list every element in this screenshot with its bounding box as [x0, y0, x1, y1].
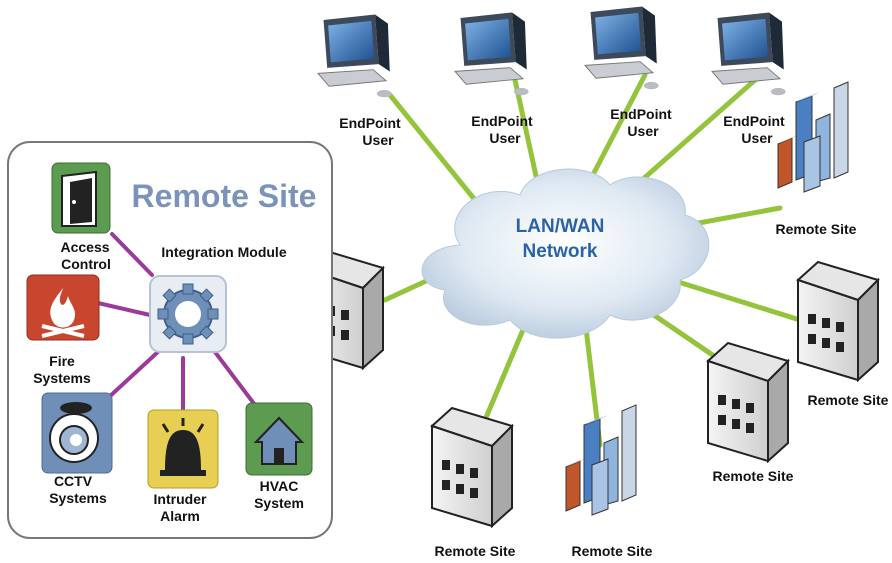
house-icon: [245, 402, 313, 476]
device-label: Systems: [33, 370, 91, 386]
endpoint-label: EndPoint: [610, 106, 672, 122]
bell-icon: [147, 409, 219, 489]
computer-icon: [317, 14, 393, 98]
bar-chart-icon: [565, 404, 637, 516]
device-label: Fire: [49, 353, 75, 369]
gear-icon: [149, 275, 227, 353]
remote-site-label: Remote Site: [808, 392, 889, 408]
device-label: System: [254, 495, 304, 511]
computer-icon: [584, 6, 660, 90]
remote-site-label: Remote Site: [572, 543, 653, 559]
endpoint-label: EndPoint: [339, 115, 401, 131]
endpoint-label: User: [741, 130, 773, 146]
bar-chart-icon: [777, 81, 849, 193]
camera-icon: [41, 392, 113, 474]
device-label: Intruder: [154, 491, 207, 507]
device-label: HVAC: [260, 478, 299, 494]
device-label: Access: [60, 239, 109, 255]
door-icon: [51, 162, 111, 234]
building-icon: [707, 342, 789, 462]
network-label-line2: Network: [523, 241, 598, 262]
network-label-line1: LAN/WAN: [516, 216, 605, 237]
remote-site-panel: Remote Site Integration Module: [7, 141, 333, 539]
endpoint-label: EndPoint: [471, 113, 533, 129]
building-icon: [797, 261, 879, 381]
fire-icon: [26, 274, 100, 341]
cloud-icon: [421, 168, 710, 339]
device-label: Systems: [49, 490, 107, 506]
remote-site-label: Remote Site: [713, 468, 794, 484]
endpoint-label: EndPoint: [723, 113, 785, 129]
endpoint-label: User: [627, 123, 659, 139]
remote-site-label: Remote Site: [776, 221, 857, 237]
device-label: Alarm: [160, 508, 200, 524]
panel-title: Remote Site: [132, 178, 317, 214]
device-label: CCTV: [54, 473, 93, 489]
endpoint-label: User: [489, 130, 521, 146]
device-label: Control: [61, 256, 111, 272]
building-icon: [431, 407, 513, 527]
remote-site-label: Remote Site: [435, 543, 516, 559]
integration-module-label: Integration Module: [161, 244, 286, 260]
endpoint-label: User: [362, 132, 394, 148]
